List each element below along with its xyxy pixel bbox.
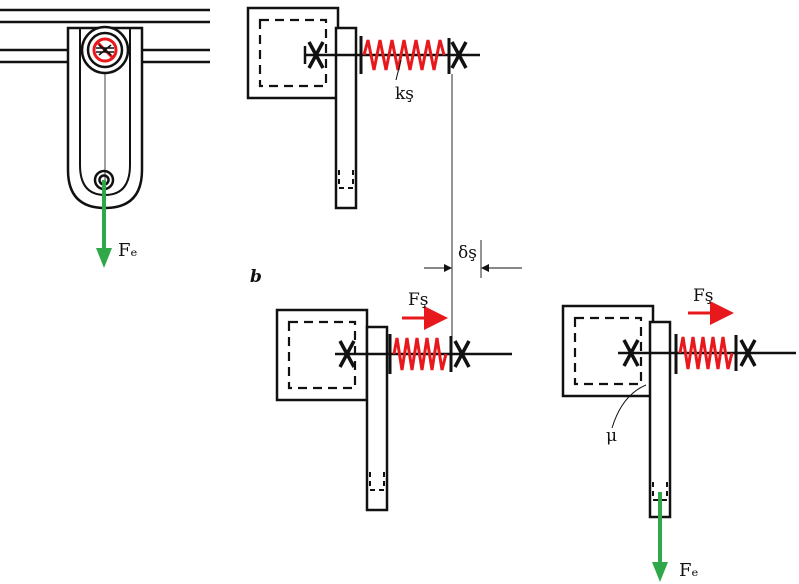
top-lever (334, 26, 358, 210)
middle-spring (392, 337, 448, 371)
spring-force-right-label: Fş (693, 286, 714, 306)
right-lever (648, 320, 672, 519)
section-marker-label: b (250, 267, 262, 287)
right-x-mark-left-icon (622, 339, 640, 367)
middle-lever (365, 325, 389, 512)
k-leader-line (395, 59, 402, 81)
top-x-mark-right-icon (450, 41, 468, 69)
left-side-view (0, 8, 210, 210)
right-spring (678, 336, 734, 370)
spring-force-mid-label: Fş (408, 290, 429, 310)
force-left-label: Fₑ (118, 240, 137, 261)
top-spring (362, 39, 446, 71)
middle-x-mark-right-icon (453, 340, 471, 368)
top-mechanism (246, 6, 480, 210)
spring-constant-label: kş (395, 84, 414, 104)
load-arrow-left (96, 180, 112, 268)
load-arrow-right (652, 492, 668, 582)
friction-leader-line (611, 384, 647, 429)
friction-label: μ (606, 426, 617, 446)
middle-x-mark-left-icon (338, 340, 356, 368)
middle-mechanism (275, 308, 512, 512)
gap-label: δş (458, 243, 477, 263)
right-x-mark-right-icon (739, 339, 757, 367)
pin-icon (92, 37, 118, 63)
right-block (561, 304, 655, 398)
top-block (246, 6, 340, 100)
force-right-label: Fₑ (679, 560, 698, 581)
right-mechanism (561, 304, 796, 519)
top-x-mark-left-icon (307, 41, 325, 69)
